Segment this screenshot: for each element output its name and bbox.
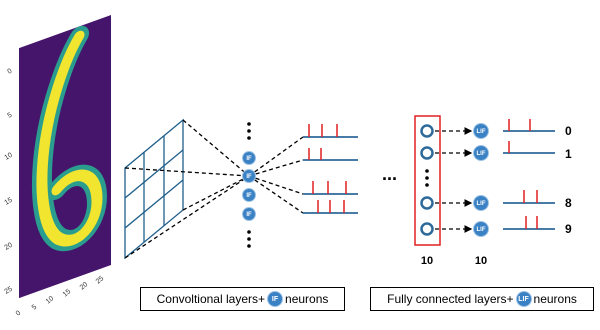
ellipsis-dot (247, 237, 251, 241)
x-tick: 0 (15, 310, 23, 318)
spike-train (503, 190, 555, 204)
y-tick: 20 (4, 242, 14, 252)
conv-kernel-grid (124, 118, 184, 260)
y-tick: 5 (7, 112, 14, 120)
ellipsis-dot (247, 136, 251, 140)
ellipsis-dot (425, 169, 429, 173)
if-neuron-column: IF IF IF IF (242, 151, 256, 221)
output-label: 0 (565, 124, 572, 138)
svg-text:LIF: LIF (477, 151, 486, 157)
svg-text:IF: IF (246, 193, 252, 199)
lif-neuron: LIF (473, 145, 489, 161)
neuron-to-train-connections (248, 136, 304, 214)
kernel-line (124, 179, 184, 229)
caption-text: Fully connected layers+ (387, 292, 514, 306)
svg-text:IF: IF (246, 212, 252, 218)
svg-text:LIF: LIF (477, 129, 486, 135)
caption-text: neurons (533, 292, 577, 306)
spike-train (503, 141, 555, 154)
x-tick: 10 (45, 295, 56, 305)
fc-input-box (414, 115, 441, 246)
fc-spike-trains (503, 119, 555, 230)
kernel-outline (124, 118, 184, 260)
ellipsis-dot (247, 129, 251, 133)
if-neuron: IF (242, 169, 256, 183)
spike-train (303, 124, 358, 138)
dashed-connection (248, 136, 304, 177)
ellipsis-dot (247, 244, 251, 248)
output-label: 1 (565, 147, 572, 161)
fc-arrows (435, 127, 473, 233)
kernel-connections (124, 119, 250, 259)
caption-text: Convoltional layers+ (156, 292, 266, 306)
svg-text:LIF: LIF (477, 227, 486, 233)
spike-train (503, 119, 555, 132)
fc-input-count: 10 (421, 255, 433, 267)
fc-output-count: 10 (475, 255, 487, 267)
fc-layers-caption: Fully connected layers+ LIF neurons (370, 287, 594, 311)
x-tick: 25 (95, 275, 106, 285)
if-neuron: IF (242, 188, 256, 202)
ellipsis-dot (247, 122, 251, 126)
svg-text:LIF: LIF (477, 201, 486, 207)
ellipsis-dot (425, 176, 429, 180)
conv-layers-caption: Convoltional layers+ IF neurons (140, 287, 345, 311)
ellipsis-dot (247, 230, 251, 234)
input-image-y-ticks: 0 5 10 15 20 25 (4, 68, 14, 296)
lif-neuron: LIF (473, 123, 489, 139)
svg-text:IF: IF (246, 174, 252, 180)
lif-neuron: LIF (473, 221, 489, 237)
output-label: 8 (565, 196, 572, 210)
dashed-connection (124, 175, 250, 259)
lif-neuron: LIF (473, 195, 489, 211)
x-tick: 5 (31, 304, 39, 312)
dashed-connection (248, 175, 304, 195)
if-neuron: IF (242, 151, 256, 165)
input-image-x-ticks: 0 5 10 15 20 25 (15, 275, 106, 317)
ellipsis-dot (425, 183, 429, 187)
conv-spike-trains (303, 124, 358, 214)
fc-input-node (420, 146, 434, 160)
conv-neuron-ellipsis (247, 122, 251, 248)
spike-train (303, 200, 358, 214)
y-tick: 10 (4, 152, 14, 162)
spike-train (303, 148, 358, 161)
caption-text: neurons (285, 292, 329, 306)
dashed-connection (182, 175, 250, 211)
dashed-connection (248, 175, 304, 214)
x-tick: 20 (79, 281, 90, 291)
if-neuron: IF (242, 207, 256, 221)
x-tick: 15 (62, 288, 73, 298)
svg-text:IF: IF (246, 156, 252, 162)
fc-input-nodes (420, 124, 434, 236)
dashed-connection (248, 159, 304, 177)
fc-counts: 10 10 (421, 255, 487, 267)
input-digit-image (19, 15, 111, 299)
layers-ellipsis: ... (382, 164, 397, 184)
y-tick: 0 (7, 68, 14, 76)
y-tick: 25 (4, 286, 14, 296)
fc-input-node (420, 196, 434, 210)
fc-input-node (420, 124, 434, 138)
y-tick: 15 (4, 197, 14, 207)
fc-input-node (420, 222, 434, 236)
spike-train (303, 181, 358, 195)
spike-train (503, 216, 555, 230)
if-neuron-icon: IF (267, 291, 284, 307)
lif-neuron-icon: LIF (515, 291, 532, 307)
kernel-line (124, 149, 184, 199)
output-label: 9 (565, 222, 572, 236)
fc-input-ellipsis (425, 169, 429, 187)
lif-neuron-column: LIF LIF LIF LIF (473, 123, 489, 237)
dashed-connection (182, 119, 250, 177)
digit-stroke-core (36, 30, 103, 247)
output-labels: 0 1 8 9 (565, 124, 572, 236)
